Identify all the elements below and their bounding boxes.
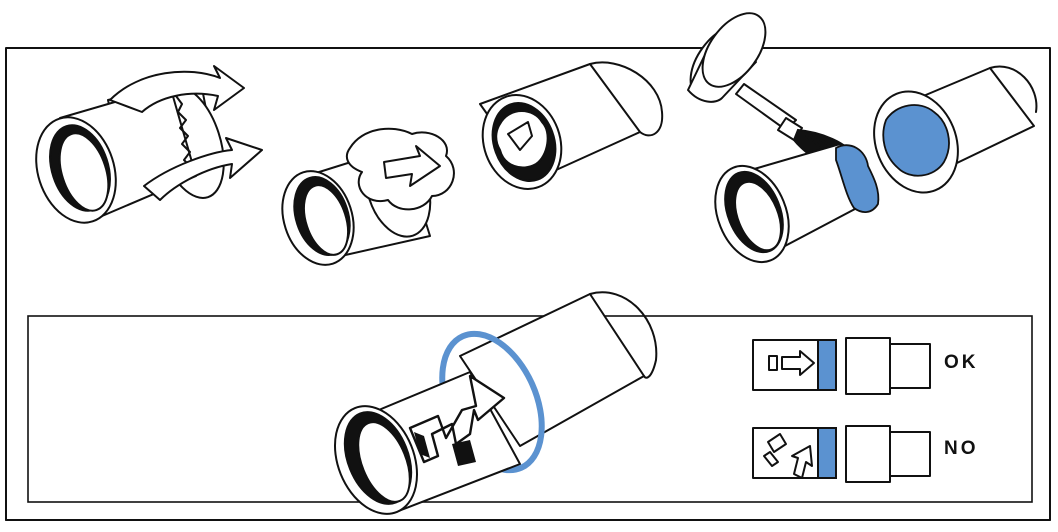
ok-adhesive-band xyxy=(818,340,836,390)
step-1-deburr-illustration xyxy=(23,66,262,233)
step-4-insert-twist-illustration xyxy=(320,292,657,526)
step-2-clean-illustration xyxy=(271,62,662,274)
legend-no xyxy=(753,426,930,482)
legend-ok xyxy=(753,338,930,394)
step-3-adhesive-illustration xyxy=(678,2,1037,273)
adhesive-can-icon xyxy=(678,2,778,110)
no-adhesive-band xyxy=(818,428,836,478)
no-label: NO xyxy=(944,438,979,460)
ok-label: OK xyxy=(944,352,979,374)
